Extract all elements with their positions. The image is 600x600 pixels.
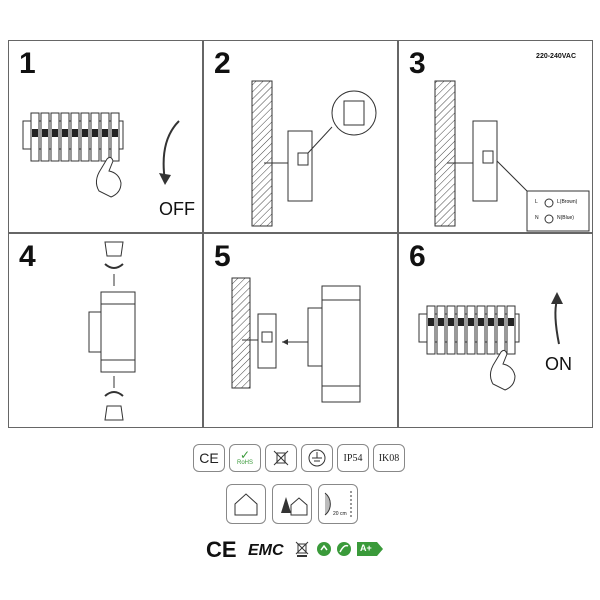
ip-rating-text: IP54: [343, 452, 363, 464]
bulb-insert-illustration: [88, 241, 136, 421]
crossed-bin-icon: [295, 541, 309, 557]
step-1-panel: 1 OFF: [8, 40, 203, 233]
wire-brown-label: L(Brown): [557, 199, 578, 205]
recycle-icon: [317, 542, 331, 556]
step-number: 3: [409, 47, 426, 80]
ik-rating-badge: IK08: [373, 444, 405, 472]
rohs-text: RoHS: [236, 460, 253, 466]
breaker-on-illustration: [418, 292, 563, 391]
leaf-icon: [337, 542, 351, 556]
ce-badge: CE: [193, 444, 225, 472]
energy-class-badge: A+: [357, 542, 383, 556]
check-icon: ✓: [239, 448, 251, 462]
step-5-panel: 5: [203, 233, 398, 428]
energy-class-text: A+: [360, 543, 372, 553]
indoor-use-badge: [226, 484, 266, 524]
step-6-panel: 6 ON: [398, 233, 593, 428]
emc-mark: EMC: [248, 542, 284, 559]
ip-rating-badge: IP54: [337, 444, 369, 472]
distance-icon: [324, 491, 352, 517]
step-number: 6: [409, 240, 426, 273]
step-2-panel: 2: [203, 40, 398, 233]
assembly-illustration: [231, 277, 361, 403]
outdoor-use-badge: [272, 484, 312, 524]
off-label: OFF: [159, 199, 195, 219]
step-4-panel: 4: [8, 233, 203, 428]
distance-badge: 20 cm: [318, 484, 358, 524]
step-3-panel: 3 220-240VAC L N L(Brown) N(Blue): [398, 40, 593, 233]
breaker-panel-illustration: [22, 112, 180, 198]
weee-badge: [265, 444, 297, 472]
wire-l-letter: L: [535, 199, 538, 205]
distance-label: 20 cm: [333, 511, 347, 517]
ce-mark: CE: [206, 537, 237, 562]
on-label: ON: [545, 354, 572, 374]
tree-house-icon: [281, 497, 308, 516]
ce-badge-text: CE: [199, 450, 219, 466]
rohs-badge: ✓ RoHS: [229, 444, 261, 472]
wire-n-letter: N: [535, 215, 539, 221]
wall-mount-illustration: [251, 80, 377, 227]
earth-ground-icon: [308, 449, 326, 467]
step-number: 4: [19, 240, 36, 273]
wire-blue-label: N(Blue): [557, 215, 574, 221]
wiring-illustration: [434, 80, 590, 232]
step-number: 5: [214, 240, 231, 273]
voltage-label: 220-240VAC: [536, 53, 576, 60]
house-icon: [234, 493, 258, 516]
earth-badge: [301, 444, 333, 472]
crossed-bin-icon: [273, 450, 289, 466]
ik-rating-text: IK08: [378, 452, 400, 464]
step-number: 1: [19, 47, 36, 80]
step-number: 2: [214, 47, 231, 80]
